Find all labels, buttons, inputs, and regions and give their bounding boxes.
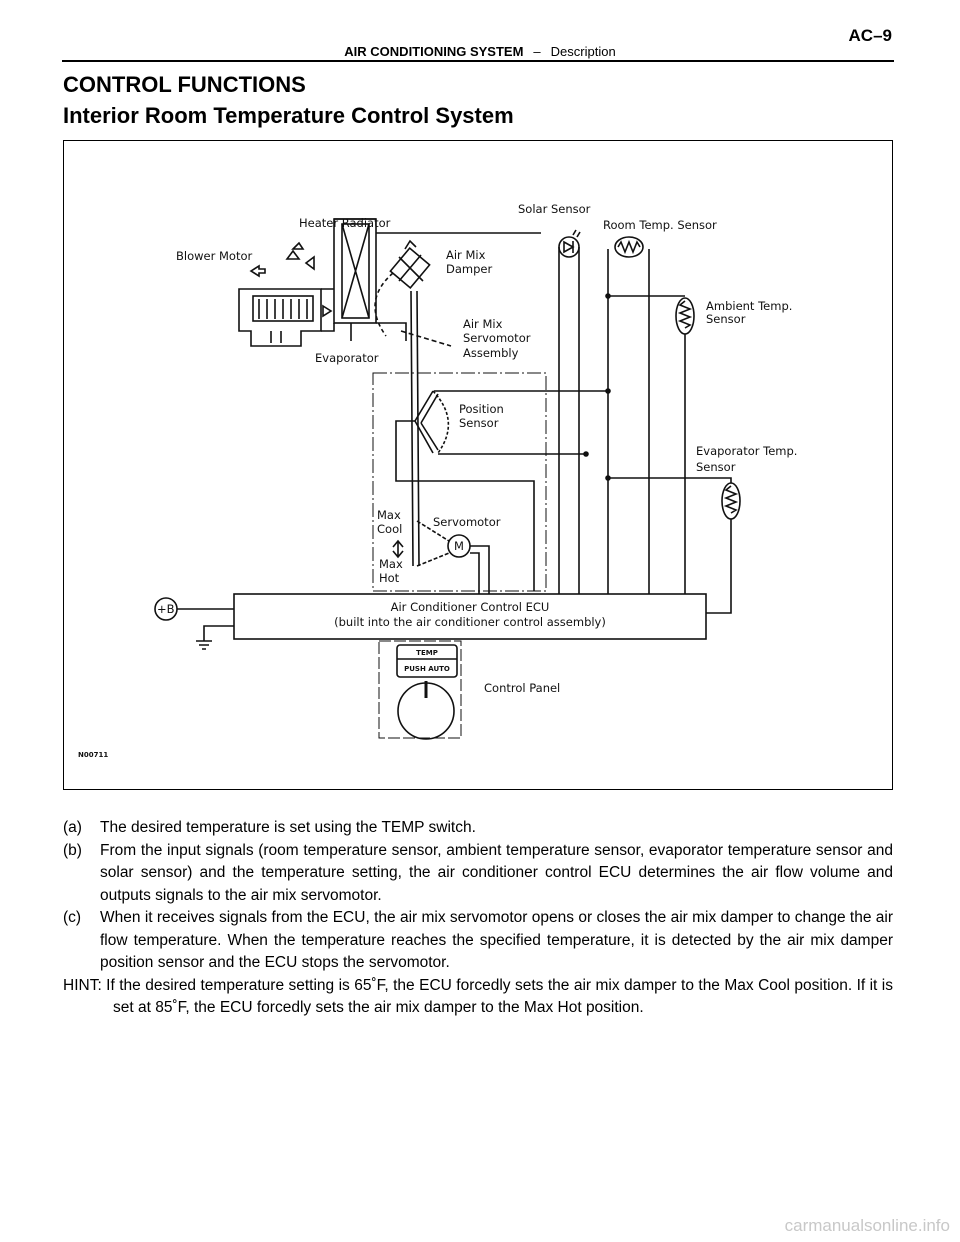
- control-panel: [378, 640, 462, 740]
- paragraph-text: When it receives signals from the ECU, t…: [100, 909, 893, 971]
- evap-temp-sensor-icon: [721, 482, 741, 520]
- label-evaporator: Evaporator: [315, 351, 379, 365]
- sensor-wiring: [558, 229, 741, 614]
- label-servo-assembly-2: Servomotor: [463, 331, 531, 345]
- label-evap-temp: Evaporator Temp.: [696, 444, 797, 458]
- label-servomotor: Servomotor: [433, 515, 501, 529]
- watermark: carmanualsonline.info: [784, 1216, 950, 1235]
- page-number: AC–9: [848, 26, 892, 45]
- room-temp-sensor-icon: [614, 236, 644, 258]
- servomotor-assembly-boundary: [372, 372, 547, 592]
- label-room-temp-sensor: Room Temp. Sensor: [603, 218, 717, 232]
- paragraph-a: (a) The desired temperature is set using …: [63, 817, 893, 840]
- description-text: (a) The desired temperature is set using …: [63, 817, 893, 1020]
- position-sensor: [395, 390, 608, 591]
- blower-motor-unit: [238, 241, 335, 347]
- ecu-label: Air Conditioner Control ECU: [391, 600, 550, 614]
- label-max-hot: Max: [379, 557, 403, 571]
- label-max-cool: Max: [377, 508, 401, 522]
- header-separator: –: [533, 44, 541, 59]
- paragraph-label: (a): [63, 819, 82, 836]
- header-section-title: AIR CONDITIONING SYSTEM: [344, 44, 524, 59]
- figure-id: N00711: [78, 751, 108, 759]
- battery-label: +B: [157, 602, 175, 616]
- hint-note: HINT: If the desired temperature setting…: [63, 976, 893, 1017]
- push-auto-label: PUSH AUTO: [404, 665, 450, 673]
- header-rule: [62, 60, 894, 62]
- air-mix-damper: [374, 239, 452, 567]
- label-heater-radiator: Heater Radiator: [299, 216, 391, 230]
- paragraph-text: From the input signals (room temperature…: [100, 841, 893, 904]
- paragraph-label: (b): [63, 841, 82, 859]
- max-cool-hot-arrow-icon: [392, 539, 404, 559]
- label-control-panel: Control Panel: [484, 681, 560, 695]
- solar-sensor-icon: [558, 236, 580, 258]
- ambient-temp-sensor-icon: [675, 297, 695, 335]
- paragraph-text: The desired temperature is set using the…: [100, 819, 476, 836]
- page-title: CONTROL FUNCTIONS: [63, 72, 306, 97]
- paragraph-label: (c): [63, 909, 82, 926]
- paragraph-b: (b) From the input signals (room temperat…: [63, 840, 893, 908]
- servomotor: [392, 520, 490, 594]
- airflow-arrows-icon: [249, 241, 315, 278]
- label-max-hot-2: Hot: [379, 571, 400, 585]
- header-subsection: Description: [550, 44, 616, 59]
- label-position-sensor: Position: [459, 402, 504, 416]
- system-diagram: Blower Motor Heater Radiator Solar Senso…: [63, 140, 893, 790]
- label-blower-motor: Blower Motor: [176, 249, 252, 263]
- temp-switch-label: TEMP: [416, 649, 438, 657]
- paragraph-c: (c) When it receives signals from the ECU…: [63, 907, 893, 975]
- ecu-box: [154, 593, 707, 650]
- label-ambient-temp-2: Sensor: [706, 312, 746, 326]
- label-solar-sensor: Solar Sensor: [518, 202, 591, 216]
- label-position-sensor-2: Sensor: [459, 416, 499, 430]
- motor-symbol: M: [454, 539, 464, 553]
- ecu-sublabel: (built into the air conditioner control …: [334, 615, 606, 629]
- heater-evaporator-core: [333, 218, 541, 341]
- page-subtitle: Interior Room Temperature Control System: [63, 103, 514, 128]
- label-servo-assembly: Air Mix: [463, 317, 503, 331]
- label-air-mix-damper-2: Damper: [446, 262, 492, 276]
- label-ambient-temp: Ambient Temp.: [706, 299, 792, 313]
- label-air-mix-damper: Air Mix: [446, 248, 486, 262]
- label-max-cool-2: Cool: [377, 522, 402, 536]
- header-section: AIR CONDITIONING SYSTEM–Description: [0, 44, 960, 59]
- label-servo-assembly-3: Assembly: [463, 346, 519, 360]
- label-evap-temp-2: Sensor: [696, 460, 736, 474]
